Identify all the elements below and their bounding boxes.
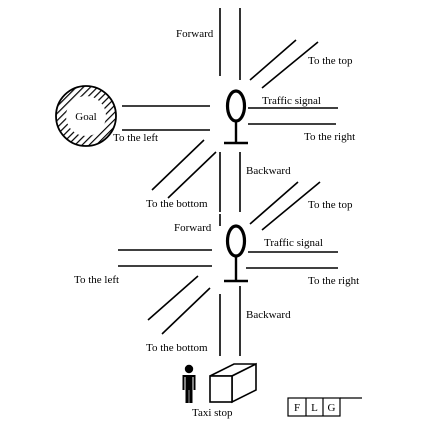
legend-l: L — [311, 402, 318, 414]
label-to-the-right-upper: To the right — [304, 131, 355, 143]
goal-label: Goal — [75, 111, 96, 123]
label-to-the-top-upper: To the top — [308, 55, 353, 67]
label-forward-upper: Forward — [176, 28, 214, 40]
upper-intersection — [122, 8, 338, 212]
label-to-the-left-lower: To the left — [74, 274, 119, 286]
label-to-the-bottom-upper: To the bottom — [146, 198, 208, 210]
legend-g: G — [328, 402, 336, 414]
label-to-the-right-lower: To the right — [308, 275, 359, 287]
legend-f: F — [294, 402, 300, 414]
label-taxi-stop: Taxi stop — [192, 407, 233, 419]
label-traffic-signal-lower: Traffic signal — [264, 237, 323, 249]
goal-marker: Goal — [55, 85, 117, 147]
lower-intersection — [118, 181, 338, 356]
label-backward-lower: Backward — [246, 309, 291, 321]
label-backward-upper: Backward — [246, 165, 291, 177]
label-to-the-left-upper: To the left — [113, 132, 158, 144]
traffic-signal-icon — [224, 224, 248, 283]
person-icon — [182, 364, 196, 403]
taxi-stop-box-icon — [209, 362, 257, 404]
label-forward-lower: Forward — [174, 222, 212, 234]
label-traffic-signal-upper: Traffic signal — [262, 95, 321, 107]
traffic-signal-icon — [224, 89, 248, 145]
flg-legend: F L G — [287, 397, 362, 417]
label-to-the-bottom-lower: To the bottom — [146, 342, 208, 354]
label-to-the-top-lower: To the top — [308, 199, 353, 211]
